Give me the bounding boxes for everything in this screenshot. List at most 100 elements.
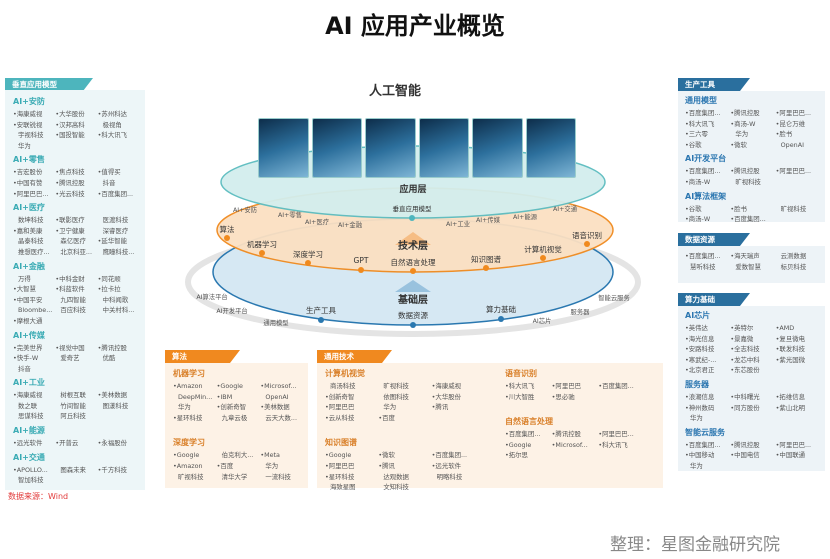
section-items: •浪潮信息•中科曙光•拓维信息•神州数码•同方股份•紫山北明华为 — [685, 392, 821, 424]
panel-body: 机器学习•Amazon•Google•Microsof...DeepMin...… — [165, 363, 308, 488]
app-item-label: AI+交通 — [552, 206, 578, 213]
section-title: AI+安防 — [13, 97, 45, 106]
company-item: •海天瑞声 — [730, 252, 760, 260]
company-item: •浪潮信息 — [685, 392, 715, 401]
panel-section: 自然语言处理•百度集团...•腾讯控股•阿里巴巴...•Google•Micro… — [505, 416, 645, 461]
panel-section: AI+医疗数坤科技•联影医疗医渡科技•嘉和美康•卫宁健康深睿医疗晶泰科技森亿医疗… — [13, 202, 140, 257]
node-dot — [358, 267, 364, 273]
section-title: 深度学习 — [173, 438, 205, 448]
company-item: •光云科技 — [55, 189, 85, 198]
company-item: •值得买 — [97, 168, 121, 177]
company-item: OpenAI — [265, 392, 289, 401]
company-item: •百度集团... — [730, 215, 766, 224]
base-minor-label: 通用模型 — [263, 320, 289, 327]
company-item: •IBM — [216, 392, 233, 401]
node-dot — [540, 255, 546, 261]
company-item: •拉卡拉 — [97, 285, 121, 294]
company-item: •神州数码 — [685, 403, 715, 412]
company-item: •Google — [173, 451, 200, 460]
company-item: •创新奇智 — [216, 403, 246, 412]
section-title: 语音识别 — [505, 369, 537, 378]
company-item: 阿丘科技 — [60, 412, 86, 421]
panel-section: 通用模型•百度集团...•腾讯控股•阿里巴巴...•科大讯飞•商汤-W•昆仑万维… — [685, 95, 821, 150]
company-item: •东芯股份 — [730, 366, 760, 375]
company-item: •腾讯 — [378, 461, 395, 470]
company-item: •商汤-W — [685, 177, 711, 186]
company-item: •远光软件 — [13, 439, 43, 448]
section-items: •百度集团...•腾讯控股•阿里巴巴...•Google•Microsof...… — [505, 429, 645, 461]
company-item: •Microsof... — [551, 440, 588, 449]
node-dot — [259, 250, 265, 256]
company-item: 优酷 — [102, 354, 116, 363]
app-center-label: 垂直应用模型 — [392, 205, 432, 213]
company-item: 医渡科技 — [102, 216, 129, 225]
company-item: 抖音 — [18, 364, 31, 373]
section-items: •百度集团...•腾讯控股•阿里巴巴...•科大讯飞•商汤-W•昆仑万维•三六零… — [685, 108, 821, 150]
company-item: 智加科技 — [18, 476, 44, 485]
section-items: 数坤科技•联影医疗医渡科技•嘉和美康•卫宁健康深睿医疗晶泰科技森亿医疗•延华智能… — [13, 215, 140, 257]
company-item: •阿里巴巴... — [13, 189, 49, 198]
company-item: •复旦微电 — [775, 334, 805, 343]
app-item-label: AI+工业 — [445, 221, 471, 228]
company-item: •谷歌 — [685, 140, 702, 149]
company-item: •微软 — [378, 451, 395, 460]
company-item: •脸书 — [775, 130, 793, 139]
section-title: 服务器 — [685, 379, 709, 389]
company-item: •英伟达 — [685, 324, 708, 332]
panel-section: AI算法框架•谷歌•脸书旷视科技•商汤-W•百度集团... — [685, 191, 821, 225]
company-item: •微软 — [730, 140, 747, 149]
ai-image — [418, 118, 469, 178]
company-item: 图漾科技 — [102, 401, 129, 410]
company-item: 爱奇艺 — [60, 354, 80, 363]
company-item: •科大讯飞 — [97, 131, 127, 140]
company-item: •中科曙光 — [730, 392, 760, 401]
company-item: •中国有赞 — [13, 178, 43, 187]
base-major-label: 生产工具 — [306, 306, 336, 315]
company-item: •AMD — [775, 324, 795, 332]
company-item: OpenAI — [780, 140, 804, 149]
company-item: •百度集团... — [685, 252, 721, 260]
company-item: •拓维信息 — [775, 392, 805, 401]
company-item: •科蓝软件 — [55, 285, 85, 294]
general-tech-panel: 通用技术 计算机视觉商汤科技旷视科技•海康威视•创新奇智依图科技•大华股份•阿里… — [317, 350, 663, 491]
node-dot — [410, 268, 416, 274]
tech-left-column: 计算机视觉商汤科技旷视科技•海康威视•创新奇智依图科技•大华股份•阿里巴巴华为•… — [325, 365, 485, 491]
company-item: DeepMin... — [178, 392, 213, 401]
ai-image — [258, 118, 309, 178]
company-item: 旷视科技 — [383, 382, 409, 390]
company-item: 达观数据 — [383, 472, 409, 481]
company-item: 商汤科技 — [330, 382, 356, 390]
company-item: •百度集团... — [505, 430, 541, 439]
company-item: 华为 — [383, 403, 397, 412]
company-item: 数之联 — [18, 401, 38, 410]
company-item: •百度 — [216, 461, 234, 470]
company-item: •开普云 — [55, 439, 79, 448]
company-item: •脸书 — [730, 204, 747, 213]
company-item: •云从科技 — [325, 413, 355, 422]
panel-header: 生产工具 — [678, 78, 750, 91]
ai-root-label: 人工智能 — [368, 84, 422, 99]
ai-image — [525, 118, 576, 178]
company-item: •阿里巴巴 — [551, 382, 581, 390]
section-items: •Google•微软•百度集团...•阿里巴巴•腾讯•远光软件•星环科技达观数据… — [325, 450, 485, 492]
company-item: •中国联通 — [775, 451, 805, 460]
node-dot — [483, 265, 489, 271]
company-item: •阿里巴巴 — [325, 403, 355, 412]
tech-layer-label: 技术层 — [398, 241, 428, 252]
section-title: AI算法框架 — [685, 191, 727, 201]
app-item-label: AI+金融 — [337, 222, 363, 229]
company-item: •百度集团... — [598, 382, 634, 390]
base-minor-label: 智能云服务 — [598, 295, 630, 302]
tech-item-label: 计算机视觉 — [524, 245, 562, 254]
company-item: •苏州科达 — [97, 110, 127, 118]
company-item: •中国电信 — [730, 451, 760, 460]
company-item: •昆仑万维 — [775, 119, 805, 128]
company-item: •科大讯飞 — [598, 440, 628, 449]
company-item: 北京科亚... — [60, 247, 92, 256]
